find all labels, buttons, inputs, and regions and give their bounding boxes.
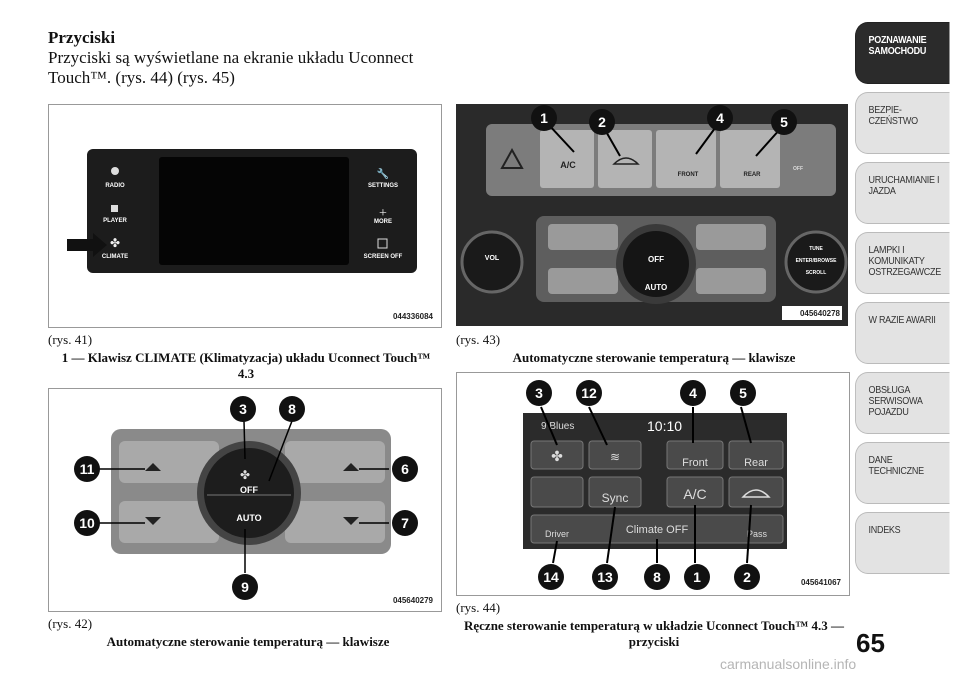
btn-pass[interactable]: Pass (747, 529, 768, 539)
figure-code: 045640278 (800, 309, 841, 318)
btn-ac[interactable]: A/C (683, 486, 706, 502)
watermark: carmanualsonline.info (720, 656, 857, 672)
btn-player[interactable]: PLAYER (103, 218, 127, 224)
hazard-icon (500, 147, 524, 169)
callout: 2 (743, 569, 751, 585)
fan-icon: ✤ (110, 236, 120, 250)
up-arrow-icon (343, 463, 359, 471)
section-intro: Przyciski są wyświetlane na ekranie ukła… (48, 48, 414, 87)
figure-41: RADIO PLAYER ✤ CLIMATE 🔧 SETTINGS + MORE… (48, 104, 442, 328)
figure-43-ref: (rys. 43) (456, 332, 501, 347)
tab-w-razie-awarii[interactable]: W RAZIE AWARII (855, 302, 950, 364)
btn-radio[interactable]: RADIO (105, 183, 125, 189)
btn-more[interactable]: MORE (374, 219, 392, 225)
player-icon (111, 205, 118, 212)
figure-44-ref: (rys. 44) (456, 600, 501, 615)
enter-browse-label[interactable]: ENTER/BROWSE (796, 258, 838, 264)
callout: 4 (689, 385, 697, 401)
btn-rear[interactable]: Rear (744, 457, 768, 469)
tab-dane-techniczne[interactable]: DANE TECHNICZNE (855, 442, 950, 504)
down-arrow-icon (343, 517, 359, 525)
knob-off-label[interactable]: OFF (648, 255, 664, 264)
btn-climate[interactable]: CLIMATE (102, 254, 128, 260)
rear-label[interactable]: REAR (743, 172, 761, 178)
callout: 2 (598, 114, 606, 130)
tune-label[interactable]: TUNE (809, 246, 823, 252)
page-number: 65 (856, 628, 885, 658)
tab-indeks[interactable]: INDEKS (855, 512, 950, 574)
callout: 10 (79, 515, 95, 531)
figure-43: A/C FRONT REAR OFF OFF AUTO VOL TUNE ENT… (456, 104, 848, 326)
figure-41-ref: (rys. 41) (48, 332, 93, 347)
screen-off-icon (377, 238, 388, 249)
ac-label[interactable]: A/C (560, 160, 576, 170)
figure-code: 045640279 (393, 596, 434, 605)
figure-code: 045641067 (801, 578, 842, 587)
callout: 11 (80, 461, 95, 477)
callout: 4 (716, 110, 724, 126)
front-label[interactable]: FRONT (678, 172, 699, 178)
figure-code: 044336084 (393, 312, 434, 321)
btn-front[interactable]: Front (682, 457, 708, 469)
defrost-icon[interactable]: ≋ (610, 450, 620, 464)
btn-sync[interactable]: Sync (602, 491, 629, 505)
figure-42-ref: (rys. 42) (48, 616, 93, 631)
btn-settings[interactable]: SETTINGS (368, 183, 398, 189)
screen-header-text: 9 Blues (541, 421, 574, 432)
tab-uruchamianie-i-jazda[interactable]: URUCHAMIANIE I JAZDA (855, 162, 950, 224)
callout: 3 (239, 401, 247, 417)
callout: 8 (653, 569, 661, 585)
btn-climate-off[interactable]: Climate OFF (626, 524, 689, 536)
screen-time: 10:10 (647, 418, 682, 434)
callout: 6 (401, 461, 409, 477)
callout: 7 (401, 515, 409, 531)
vol-label[interactable]: VOL (485, 255, 500, 262)
plus-icon: + (379, 206, 387, 221)
btn-screen-off[interactable]: SCREEN OFF (364, 254, 403, 260)
figure-42: ✤ OFF AUTO 3 8 11 6 10 7 9 045640279 (48, 388, 442, 612)
tab-bezpieczenstwo[interactable]: BEZPIE- CZEŃSTWO (855, 92, 950, 154)
callout: 13 (597, 569, 613, 585)
btn-driver[interactable]: Driver (545, 529, 569, 539)
figure-44-caption: Ręczne sterowanie temperaturą w układzie… (464, 618, 844, 649)
up-arrow-icon (145, 463, 161, 471)
callout: 14 (543, 569, 559, 585)
fan-icon[interactable]: ✤ (551, 450, 563, 465)
tab-lampki-i-komunikaty[interactable]: LAMPKI I KOMUNIKATY OSTRZEGAWCZE (855, 232, 950, 294)
seat-off-label[interactable]: OFF (793, 166, 803, 172)
callout: 1 (540, 110, 548, 126)
callout: 8 (288, 401, 296, 417)
arrow-pointer (67, 233, 107, 257)
down-arrow-icon (145, 517, 161, 525)
recirculation-icon[interactable] (741, 489, 771, 498)
figure-43-caption: Automatyczne sterowanie temperaturą — kl… (512, 350, 796, 365)
chapter-tabs: POZNAWANIE SAMOCHODU BEZPIE- CZEŃSTWO UR… (855, 22, 960, 582)
callout: 1 (693, 569, 701, 585)
recirculation-icon (612, 157, 640, 165)
tab-obsluga-serwisowa[interactable]: OBSŁUGA SERWISOWA POJAZDU (855, 372, 950, 434)
callout: 9 (241, 579, 249, 595)
callout: 5 (780, 114, 788, 130)
icon-radio (111, 167, 119, 175)
figure-42-caption: Automatyczne sterowanie temperaturą — kl… (106, 634, 390, 649)
fan-icon: ✤ (240, 468, 250, 482)
figure-44: 9 Blues 10:10 ✤ ≋ Front Rear Sync A/C Dr… (456, 372, 850, 596)
section-heading: Przyciski (48, 28, 116, 47)
callout: 5 (739, 385, 747, 401)
tab-poznawanie-samochodu[interactable]: POZNAWANIE SAMOCHODU (855, 22, 950, 84)
scroll-label[interactable]: SCROLL (806, 270, 827, 276)
figure-41-caption: 1 — Klawisz CLIMATE (Klimatyzacja) układ… (61, 350, 431, 381)
knob-auto-label[interactable]: AUTO (236, 513, 261, 523)
knob-auto-label[interactable]: AUTO (645, 283, 668, 292)
callout: 3 (535, 385, 543, 401)
knob-off-label[interactable]: OFF (240, 485, 258, 495)
callout: 12 (581, 385, 597, 401)
wrench-icon: 🔧 (377, 167, 389, 180)
